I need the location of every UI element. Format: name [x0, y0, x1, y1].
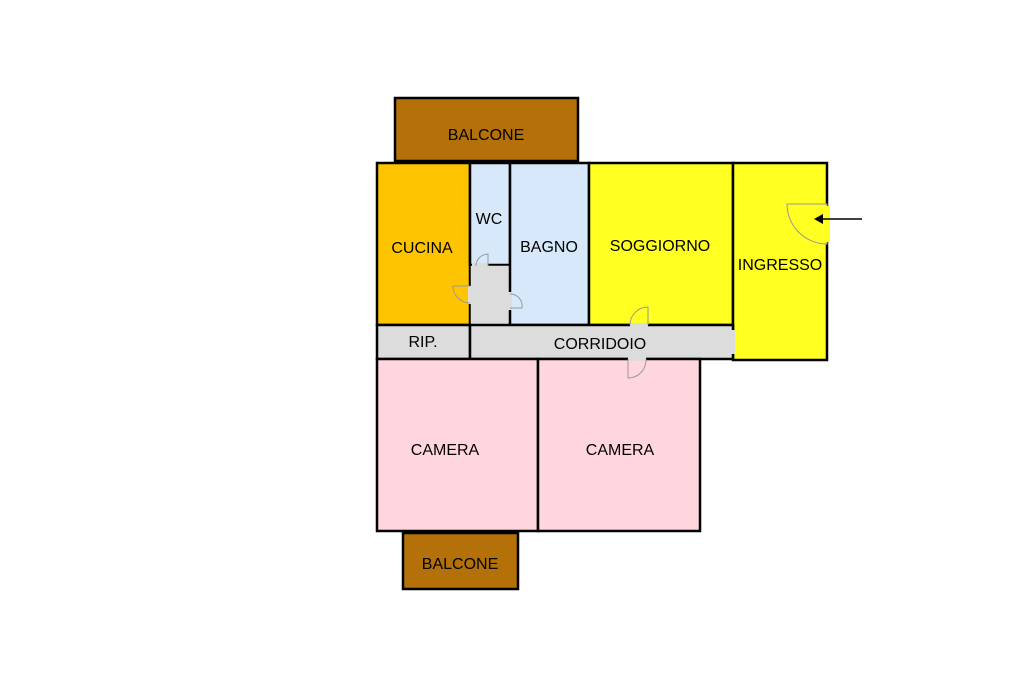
label-wc: WC: [476, 211, 503, 228]
door-gap-bedroom: [628, 357, 646, 361]
door-gap-entrance: [731, 330, 735, 354]
entrance-room: [731, 161, 829, 362]
door-gap-wc: [472, 263, 488, 267]
label-camera-right: CAMERA: [586, 442, 655, 459]
wc-passage: [469, 264, 511, 326]
label-cucina: CUCINA: [391, 240, 453, 257]
corridor-room: [468, 323, 735, 361]
label-ingresso: INGRESSO: [738, 257, 822, 274]
bedroom-right: [536, 357, 702, 533]
door-gap-living: [630, 323, 648, 327]
door-swing-bath: [509, 293, 523, 309]
label-balcone-top: BALCONE: [448, 127, 524, 144]
door-gap-kitchen: [468, 286, 472, 304]
label-bagno: BAGNO: [520, 239, 578, 256]
label-corridoio: CORRIDOIO: [554, 336, 646, 353]
door-gap-bath: [508, 292, 512, 310]
label-soggiorno: SOGGIORNO: [610, 238, 710, 255]
balcony-top: [393, 96, 580, 163]
label-camera-left: CAMERA: [411, 442, 480, 459]
bedroom-left: [375, 357, 540, 533]
door-swing-entrance: [786, 203, 828, 245]
door-swing-bedroom: [627, 358, 647, 379]
kitchen-room: [375, 161, 472, 327]
door-swing-wc: [475, 253, 489, 267]
label-balcone-bottom: BALCONE: [422, 556, 498, 573]
door-swing-kitchen: [452, 285, 471, 304]
label-ripostiglio: RIP.: [408, 334, 437, 351]
door-gap-front: [825, 206, 830, 242]
balcony-bottom: [401, 531, 520, 591]
door-swing-living: [629, 306, 649, 326]
arrow-head-icon: [814, 214, 823, 224]
